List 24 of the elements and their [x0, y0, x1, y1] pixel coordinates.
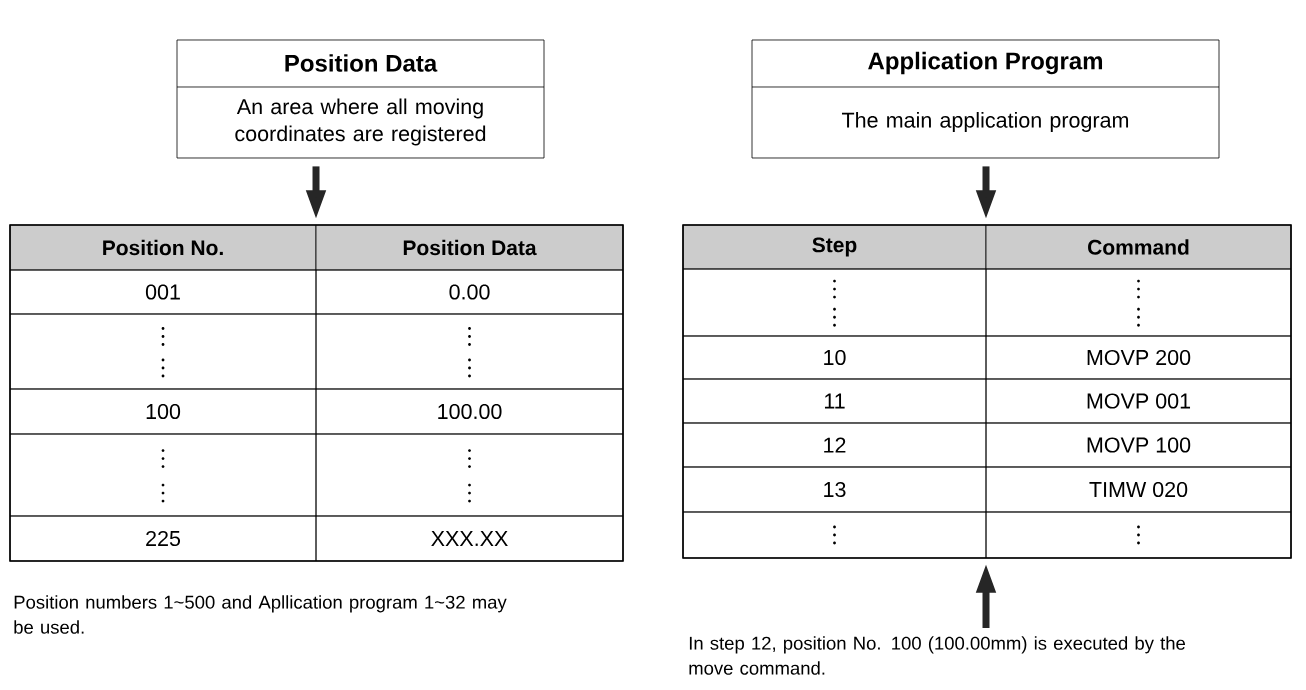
table-cell: XXX.XX: [315, 515, 624, 562]
table-cell: 225: [9, 515, 317, 562]
table-cell: MOVP 100: [985, 422, 1292, 468]
titled-box: Application Program The main application program: [751, 39, 1220, 159]
header-cell: Step: [682, 224, 987, 270]
header-cell: Command: [985, 224, 1292, 270]
table-cell: TIMW 020: [985, 466, 1292, 513]
table-cell: 10: [682, 335, 987, 380]
note-text: In step 12, position No. 100 (100.00mm) is executed by the move command.: [689, 636, 1185, 675]
header-cell: Position Data: [315, 224, 624, 271]
titled-box: Position Data An area where all moving coordinates are registered: [176, 39, 545, 159]
table-cell: 12: [682, 422, 987, 468]
data-table: [682, 224, 1292, 559]
table-cell: MOVP 001: [985, 378, 1292, 424]
note-text: Position numbers 1~500 and Apllication program 1~32 may be used.: [14, 595, 507, 634]
header-cell: Position No.: [9, 224, 317, 271]
table-cell: 100.00: [315, 388, 624, 435]
table-cell: 13: [682, 466, 987, 513]
table-cell: 100: [9, 388, 317, 435]
data-table: [9, 224, 624, 562]
table-cell: 0.00: [315, 269, 624, 315]
table-cell: 001: [9, 269, 317, 315]
table-cell: 11: [682, 378, 987, 424]
table-cell: MOVP 200: [985, 335, 1292, 380]
